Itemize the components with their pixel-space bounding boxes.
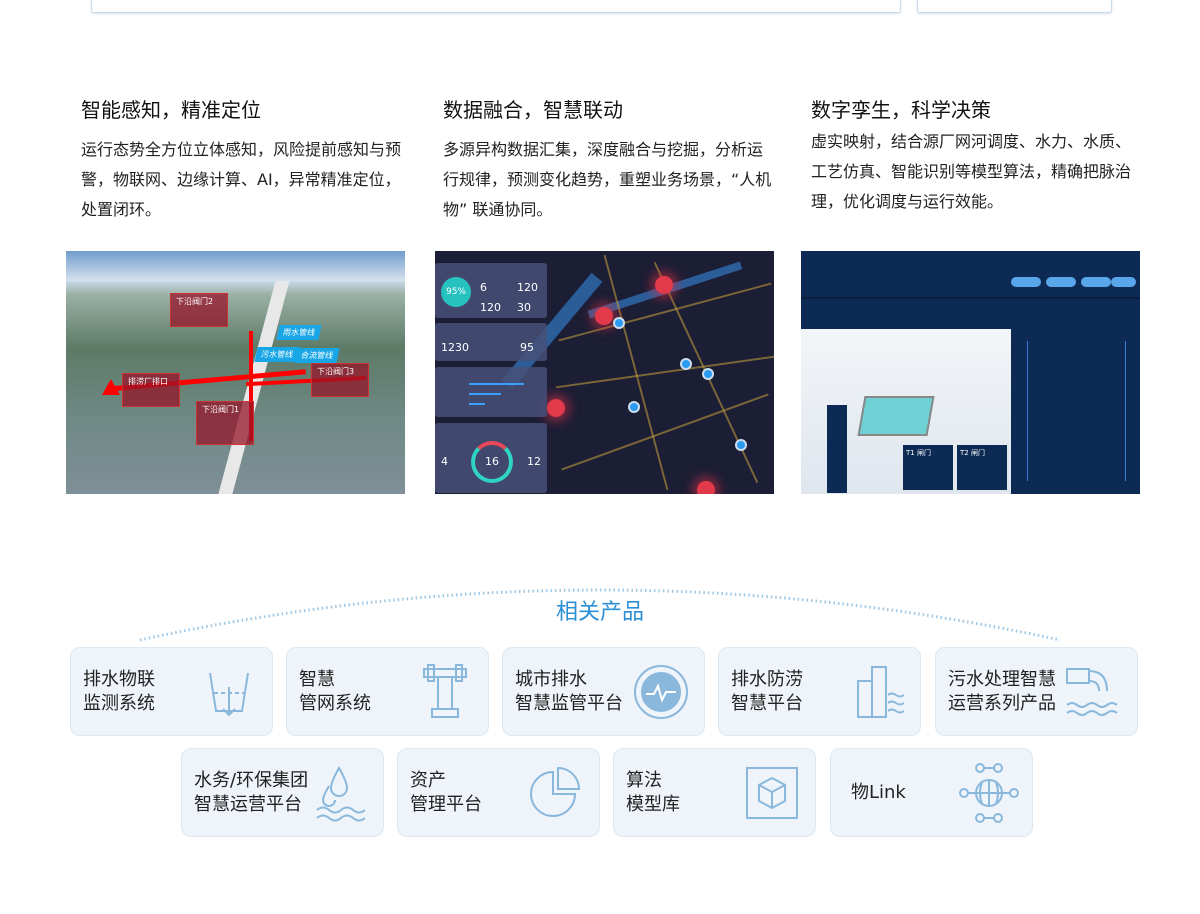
feature-text: 虚实映射，结合源厂网河调度、水力、水质、工艺仿真、智能识别等模型算法，精确把脉治… [811,132,1132,211]
pie-chart-icon [525,762,587,824]
product-name-line: 运营系列产品 [948,692,1056,714]
product-card[interactable]: 水务/环保集团智慧运营平台 [181,748,384,837]
screenshot-3d-city: 雨水管线 污水管线 合流管线 下沿阀门2 排涝厂排口 下沿阀门1 下沿阀门3 [66,251,405,494]
product-name: 智慧管网系统 [299,668,414,716]
globe-network-icon [958,762,1020,824]
section-title: 相关产品 [555,600,644,625]
station-ring: 16 [471,441,513,483]
product-name-line: 城市排水 [515,668,587,690]
product-name: 排水物联监测系统 [83,668,198,716]
product-name-line: 污水处理智慧 [948,668,1056,690]
stat: 12 [527,455,541,468]
building-flood-icon [846,661,908,723]
product-card[interactable]: 排水物联监测系统 [70,647,273,736]
top-panel-right [917,0,1112,13]
product-card[interactable]: 排水防涝智慧平台 [718,647,921,736]
feature-text: 运行态势全方位立体感知，风险提前感知与预警，物联网、边缘计算、AI，异常精准定位… [81,140,402,219]
drops-waves-icon [309,762,371,824]
station-panel: 4 16 12 [435,423,547,493]
plant-panel: 95% 6 120 120 30 [435,263,547,318]
dotted-arc [139,588,1061,642]
stat: 6 [480,281,487,294]
product-name-line: 智慧监管平台 [515,692,623,714]
stat: 95 [520,341,534,354]
product-name-line: 智慧平台 [731,692,803,714]
water-drop-pulse-icon [630,661,692,723]
product-name: 水务/环保集团智慧运营平台 [194,769,309,817]
product-card[interactable]: 污水处理智慧运营系列产品 [935,647,1138,736]
valve-box: 下沿阀门3 [311,363,369,397]
product-card[interactable]: 资产管理平台 [397,748,600,837]
outfall-icon [1063,661,1125,723]
valve-box: 排涝厂排口 [122,373,180,407]
screenshot-digital-twin: T1 闸门 T2 闸门 [801,251,1140,494]
pipe-icon [414,661,476,723]
rate-gauge: 95% [441,277,471,307]
product-name-line: 管网系统 [299,692,371,714]
pipe-tag: 污水管线 [254,347,300,362]
product-card[interactable]: 物Link [830,748,1033,837]
product-name: 城市排水智慧监管平台 [515,668,630,716]
feature-text: 多源异构数据汇集，深度融合与挖掘，分析运行规律，预测变化趋势，重塑业务场景，“人… [443,140,772,219]
product-name-line: 智慧 [299,668,335,690]
feature-title: 数字孪生，科学决策 [811,98,991,122]
feature-title: 智能感知，精准定位 [81,98,261,122]
product-card[interactable]: 城市排水智慧监管平台 [502,647,705,736]
stat: 4 [441,455,448,468]
feature-perception: 智能感知，精准定位 运行态势全方位立体感知，风险提前感知与预警，物联网、边缘计算… [81,95,411,225]
basin-icon [198,661,260,723]
water-panel: 1230 95 [435,323,547,361]
pipe-tag: 雨水管线 [276,325,322,340]
product-name: 资产管理平台 [410,769,525,817]
top-panel-left [91,0,901,13]
stat: 1230 [441,341,469,354]
product-name-line: 算法 [626,769,662,791]
pipe-tag: 合流管线 [294,348,340,363]
product-name: 污水处理智慧运营系列产品 [948,668,1063,716]
product-name-line: 排水物联 [83,668,155,690]
stat: 120 [517,281,538,294]
product-name-line: 资产 [410,769,446,791]
feature-twin: 数字孪生，科学决策 虚实映射，结合源厂网河调度、水力、水质、工艺仿真、智能识别等… [811,95,1141,217]
stat: 30 [517,301,531,314]
valve-box: 下沿阀门2 [170,293,228,327]
product-card[interactable]: 算法模型库 [613,748,816,837]
screenshot-map-dashboard: 95% 6 120 120 30 1230 95 4 16 12 [435,251,774,494]
product-name-line: 智慧运营平台 [194,793,302,815]
stat: 120 [480,301,501,314]
product-name: 物Link [843,781,958,805]
warning-icon [102,379,120,395]
gate-card: T1 闸门 [903,445,953,490]
gate-card: T2 闸门 [957,445,1007,490]
product-name-line: 水务/环保集团 [194,769,309,791]
product-name: 算法模型库 [626,769,741,817]
feature-title: 数据融合，智慧联动 [443,98,623,122]
product-name-line: 监测系统 [83,692,155,714]
cube-icon [741,762,803,824]
drain-panel [435,367,547,417]
product-name-line: 排水防涝 [731,668,803,690]
product-card[interactable]: 智慧管网系统 [286,647,489,736]
product-name-line: 管理平台 [410,793,482,815]
feature-fusion: 数据融合，智慧联动 多源异构数据汇集，深度融合与挖掘，分析运行规律，预测变化趋势… [443,95,773,225]
product-name-line: 模型库 [626,793,680,815]
product-name: 排水防涝智慧平台 [731,668,846,716]
product-name-line: 物Link [851,781,906,803]
valve-box: 下沿阀门1 [196,401,254,445]
